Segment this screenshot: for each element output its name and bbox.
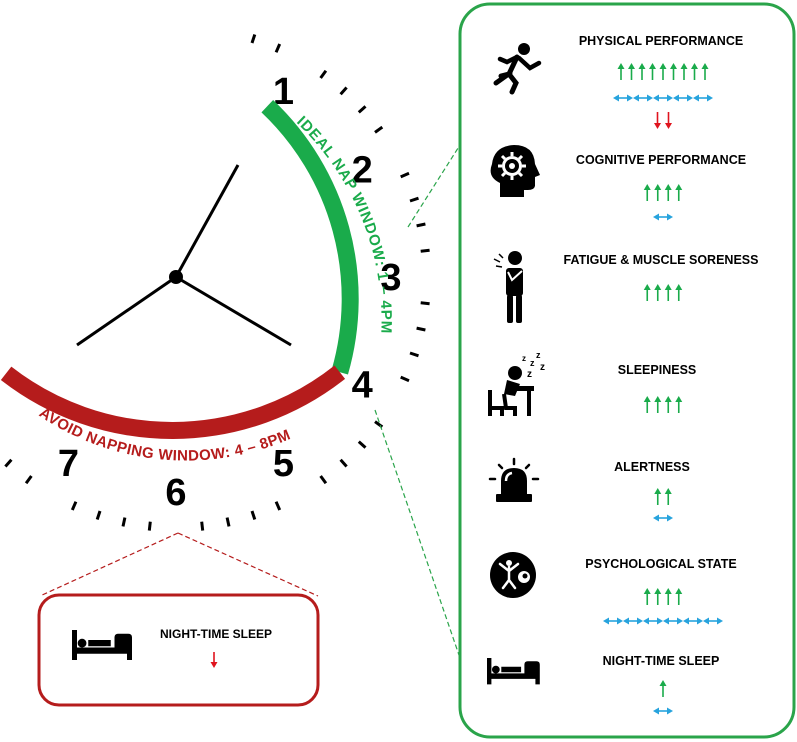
ideal-item-arrows-2 [643,284,683,301]
increase-arrows [643,396,683,413]
clock-tick [374,125,384,134]
ideal-box-frame [458,2,796,739]
ideal-box-labels: PHYSICAL PERFORMANCE COGNITIVE PERFORMANC… [564,34,759,668]
clock-tick [420,301,430,306]
clock-tick [400,171,410,179]
clock-tick [121,517,127,527]
clock-number-2: 2 [352,150,373,192]
avoid-night-time-sleep-decrease-arrows [210,652,218,668]
connector-line-top [407,144,461,228]
siren-icon [488,457,540,502]
clock-number-4: 4 [352,365,373,407]
increase-arrows [643,284,683,301]
connector-line-left [39,532,179,597]
clock-tick [319,475,328,485]
clock-tick [416,326,426,332]
clock-tick [274,501,282,511]
svg-text:z: z [522,354,526,363]
ideal-item-label-3: SLEEPINESS [618,363,697,377]
clock-tick [250,34,257,44]
clock-number-1: 1 [273,71,294,113]
ideal-item-label-1: COGNITIVE PERFORMANCE [576,153,746,167]
sleeping-at-desk-icon: z z z z z [488,350,545,416]
ideal-item-arrows-4 [653,488,673,522]
connector-line-bottom [374,409,461,659]
ideal-item-arrows-6 [653,680,673,715]
ideal-item-label-4: ALERTNESS [614,460,690,474]
clock-tick [200,521,205,531]
clock-hand-to-1 [174,164,240,278]
avoid-box-frame [37,593,320,707]
clock-tick [416,222,426,228]
clock-number-6: 6 [165,472,186,514]
clock-tick [409,196,419,203]
connector-line-right [177,532,319,597]
clock-hand-to-8 [76,275,177,347]
increase-arrows [643,588,683,605]
clock-tick [95,510,102,520]
clock-tick [409,351,419,358]
clock-ticks [4,34,430,531]
svg-text:z: z [530,358,535,368]
increase-arrows [659,680,667,697]
increase-arrows [617,63,709,80]
decrease-arrows [654,112,672,129]
sore-person-icon [493,251,523,323]
ideal-item-arrows-1 [643,184,683,221]
no-change-arrows [653,514,673,522]
svg-text:z: z [540,362,545,373]
ideal-item-arrows-5 [603,588,723,625]
running-person-icon [493,43,542,95]
ideal-nap-arc [261,100,359,375]
clock-center [169,270,183,284]
clock-number-3: 3 [380,257,401,299]
clock-tick [4,458,13,468]
clock-tick [400,375,410,383]
ideal-item-label-6: NIGHT-TIME SLEEP [603,654,720,668]
no-change-arrows [653,213,673,221]
avoid-night-time-sleep-label: NIGHT-TIME SLEEP [160,627,272,641]
clock-tick [250,510,257,520]
clock-tick [319,69,328,79]
clock-tick [147,521,152,531]
clock-hand-to-4 [175,275,292,347]
clock-tick [420,248,430,253]
head-gear-icon [490,145,540,197]
ideal-nap-box: z z z z z PHYSICAL [458,2,796,739]
ideal-item-arrows-0 [613,63,713,129]
svg-text:z: z [536,350,541,360]
clock-number-5: 5 [273,443,294,485]
clock-tick [357,105,367,114]
no-change-arrows [613,94,713,102]
clock-tick [24,475,33,485]
ideal-item-label-5: PSYCHOLOGICAL STATE [585,557,736,571]
ideal-item-label-2: FATIGUE & MUSCLE SORENESS [564,253,759,267]
ideal-item-arrows-3 [643,396,683,413]
ideal-item-label-0: PHYSICAL PERFORMANCE [579,34,743,48]
clock-tick [339,86,348,96]
avoid-napping-box: NIGHT-TIME SLEEP [37,593,320,707]
clock-tick [339,458,348,468]
no-change-arrows [603,617,723,625]
avoid-napping-arc [0,365,346,439]
clock-tick [225,517,231,527]
psychology-icon [490,552,536,598]
clock-tick [274,43,282,53]
increase-arrows [654,488,672,505]
no-change-arrows [653,707,673,715]
ideal-box-arrows [603,63,723,715]
svg-text:z: z [527,369,532,380]
increase-arrows [643,184,683,201]
clock: 12345678 IDEAL NAP WINDOW: 1 – 4PM AVOID… [0,34,430,531]
clock-number-7: 7 [58,443,79,485]
clock-numbers: 12345678 [0,71,402,514]
clock-tick [357,440,367,449]
clock-tick [70,501,78,511]
